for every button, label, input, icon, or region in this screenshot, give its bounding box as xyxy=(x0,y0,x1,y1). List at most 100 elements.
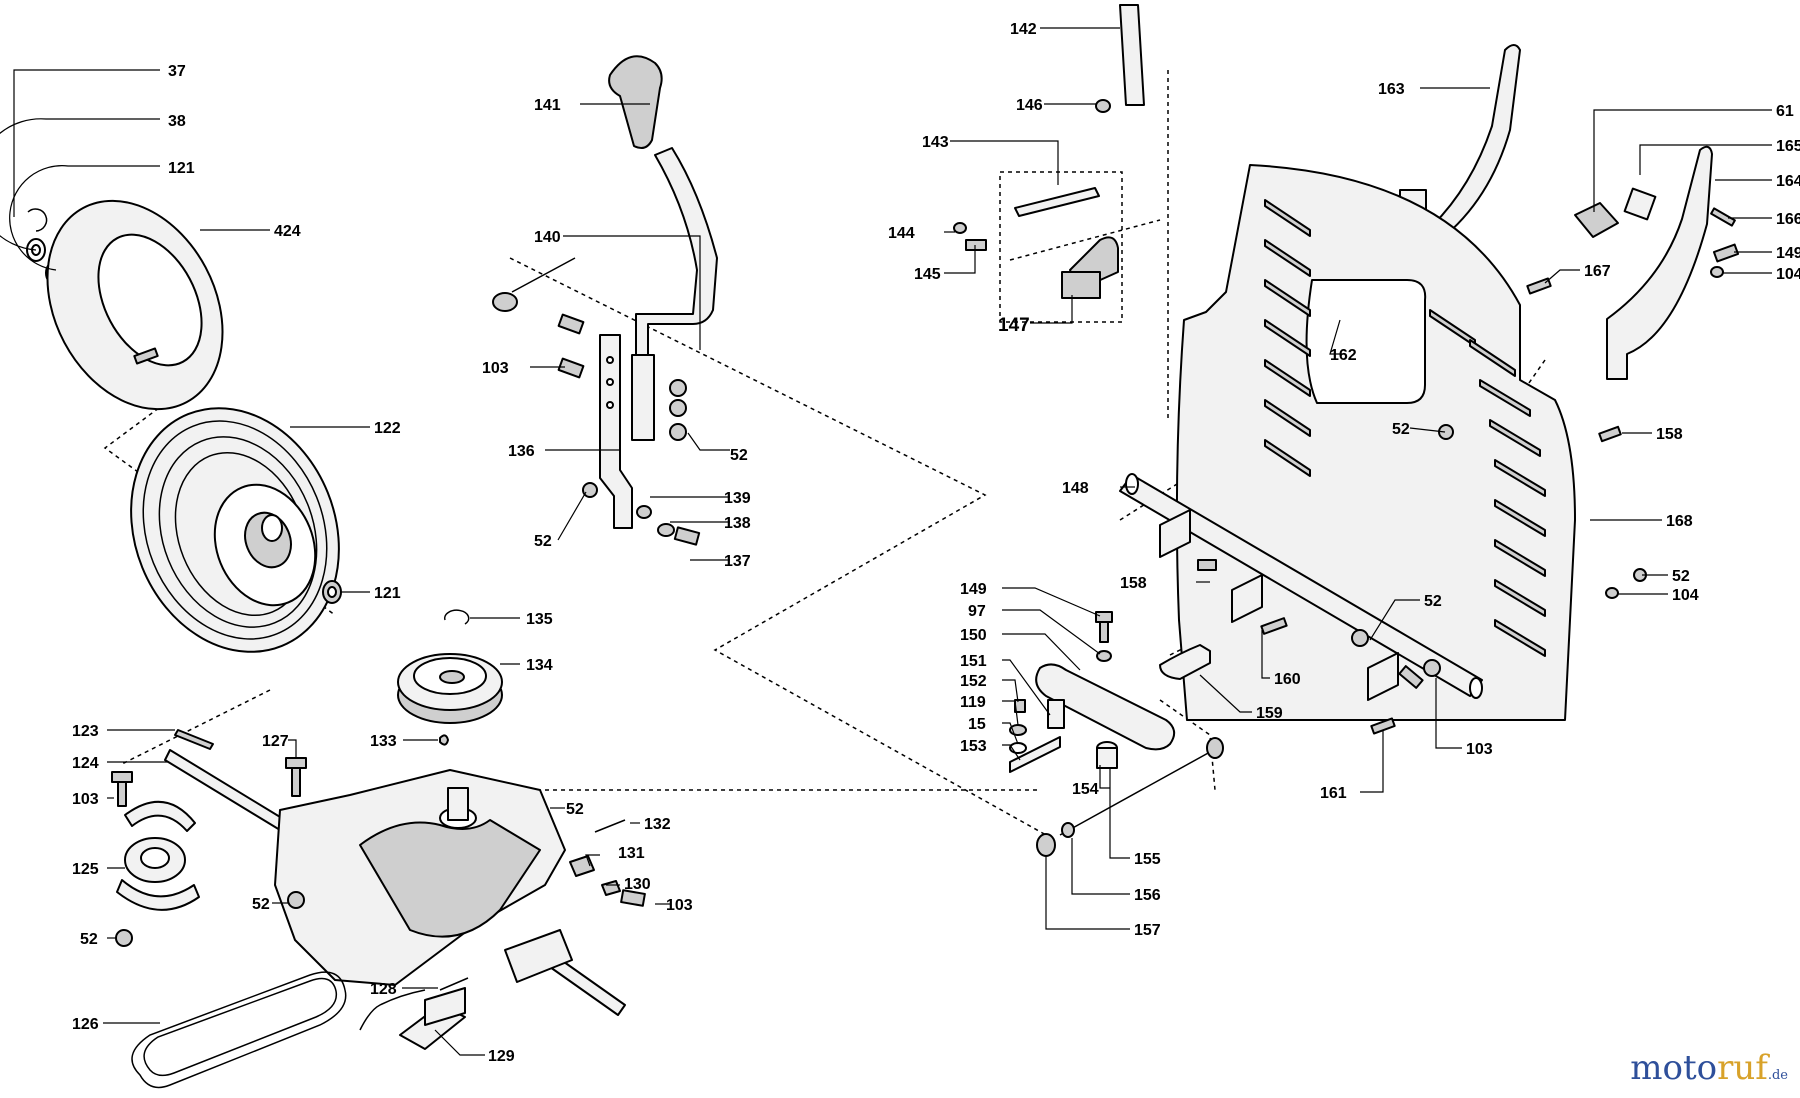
transaxle-housing xyxy=(274,769,573,986)
callout-52: 52 xyxy=(1672,568,1690,585)
callout-133: 133 xyxy=(370,733,397,750)
callout-158: 158 xyxy=(1656,426,1683,443)
callout-138: 138 xyxy=(724,515,751,532)
logo-part-1: moto xyxy=(1630,1048,1718,1088)
callout-142: 142 xyxy=(1010,21,1037,38)
callout-163: 163 xyxy=(1378,81,1405,98)
callout-155: 155 xyxy=(1134,851,1161,868)
callout-161: 161 xyxy=(1320,785,1347,802)
callout-52: 52 xyxy=(80,931,98,948)
callout-140: 140 xyxy=(534,229,561,246)
callout-121: 121 xyxy=(374,585,401,602)
callout-103: 103 xyxy=(482,360,509,377)
linkage-arm-150 xyxy=(1035,663,1176,751)
callout-126: 126 xyxy=(72,1016,99,1033)
drive-belt-126 xyxy=(131,971,347,1089)
logo-suffix: .de xyxy=(1767,1068,1788,1083)
callout-141: 141 xyxy=(534,97,561,114)
callout-103: 103 xyxy=(72,791,99,808)
pivot-parts-151-153 xyxy=(1009,699,1118,773)
nut-146 xyxy=(1095,99,1111,113)
callout-119: 119 xyxy=(960,694,986,711)
leader-lines xyxy=(0,27,1772,1056)
callout-52: 52 xyxy=(730,447,748,464)
bolt-149-upper xyxy=(1526,243,1740,295)
callout-125: 125 xyxy=(72,861,99,878)
rear-panel-vents xyxy=(1264,199,1546,657)
wheel-circlip-37 xyxy=(27,208,48,232)
callout-157: 157 xyxy=(1134,922,1161,939)
callout-151: 151 xyxy=(960,653,987,670)
callout-52: 52 xyxy=(252,896,270,913)
callout-129: 129 xyxy=(488,1048,515,1065)
switch-kit-147 xyxy=(999,171,1123,323)
callout-127: 127 xyxy=(262,733,289,750)
key-133 xyxy=(439,734,449,746)
bolt-127 xyxy=(285,757,307,797)
callout-132: 132 xyxy=(644,816,671,833)
callout-104: 104 xyxy=(1672,587,1699,604)
callout-160: 160 xyxy=(1274,671,1301,688)
key-123 xyxy=(174,729,214,750)
callout-135: 135 xyxy=(526,611,553,628)
front-tire-424 xyxy=(46,199,224,411)
switch-61-bracket-164 xyxy=(1574,145,1736,380)
callout-121: 121 xyxy=(168,160,195,177)
callout-167: 167 xyxy=(1584,263,1611,280)
callout-154: 154 xyxy=(1072,781,1099,798)
callout-15: 15 xyxy=(968,716,986,733)
shift-knob-141 xyxy=(608,55,663,149)
callout-149: 149 xyxy=(1776,245,1800,262)
rear-wheel-122 xyxy=(130,407,340,653)
callout-52: 52 xyxy=(1392,421,1410,438)
shaft-hardware xyxy=(1197,424,1647,735)
callout-103: 103 xyxy=(666,897,693,914)
bracket-129 xyxy=(359,987,466,1050)
callout-148: 148 xyxy=(1062,480,1089,497)
callout-134: 134 xyxy=(526,657,553,674)
callout-152: 152 xyxy=(960,673,987,690)
callout-149: 149 xyxy=(960,581,987,598)
callout-52: 52 xyxy=(566,801,584,818)
callout-37: 37 xyxy=(168,63,186,80)
callout-128: 128 xyxy=(370,981,397,998)
logo-part-2: ruf xyxy=(1717,1048,1768,1088)
callout-52: 52 xyxy=(534,533,552,550)
callout-156: 156 xyxy=(1134,887,1161,904)
shift-rod-end xyxy=(492,257,576,312)
callout-424: 424 xyxy=(274,223,301,240)
shift-lever-140 xyxy=(635,147,718,367)
callout-123: 123 xyxy=(72,723,99,740)
callout-97: 97 xyxy=(968,603,986,620)
wheel-washer-121-lower xyxy=(322,580,342,604)
callout-52: 52 xyxy=(1424,593,1442,610)
control-rod-155 xyxy=(1036,737,1224,857)
callout-162: 162 xyxy=(1330,347,1357,364)
shaft-148 xyxy=(1119,473,1483,701)
strap-142 xyxy=(1119,4,1145,106)
callout-104: 104 xyxy=(1776,266,1800,283)
lever-bolts-nuts xyxy=(557,313,701,546)
callout-122: 122 xyxy=(374,420,401,437)
lever-bracket-136 xyxy=(599,334,655,529)
callout-168: 168 xyxy=(1666,513,1693,530)
callout-145: 145 xyxy=(914,266,941,283)
callout-137: 137 xyxy=(724,553,751,570)
key-clip-135 xyxy=(443,609,470,625)
bearing-block-125 xyxy=(111,771,305,947)
callout-158: 158 xyxy=(1120,575,1147,592)
bolt-149-97 xyxy=(1095,611,1113,662)
callout-143: 143 xyxy=(922,134,949,151)
callout-124: 124 xyxy=(72,755,99,772)
callout-144: 144 xyxy=(888,225,915,242)
callout-38: 38 xyxy=(168,113,186,130)
callout-159: 159 xyxy=(1256,705,1283,722)
callout-146: 146 xyxy=(1016,97,1043,114)
callout-166: 166 xyxy=(1776,211,1800,228)
callout-136: 136 xyxy=(508,443,535,460)
spring-144 xyxy=(953,222,967,234)
site-logo: motoruf.de xyxy=(1630,1048,1788,1088)
callout-labels: 37 38 121 424 122 121 141 140 103 136 52… xyxy=(72,21,1800,1065)
